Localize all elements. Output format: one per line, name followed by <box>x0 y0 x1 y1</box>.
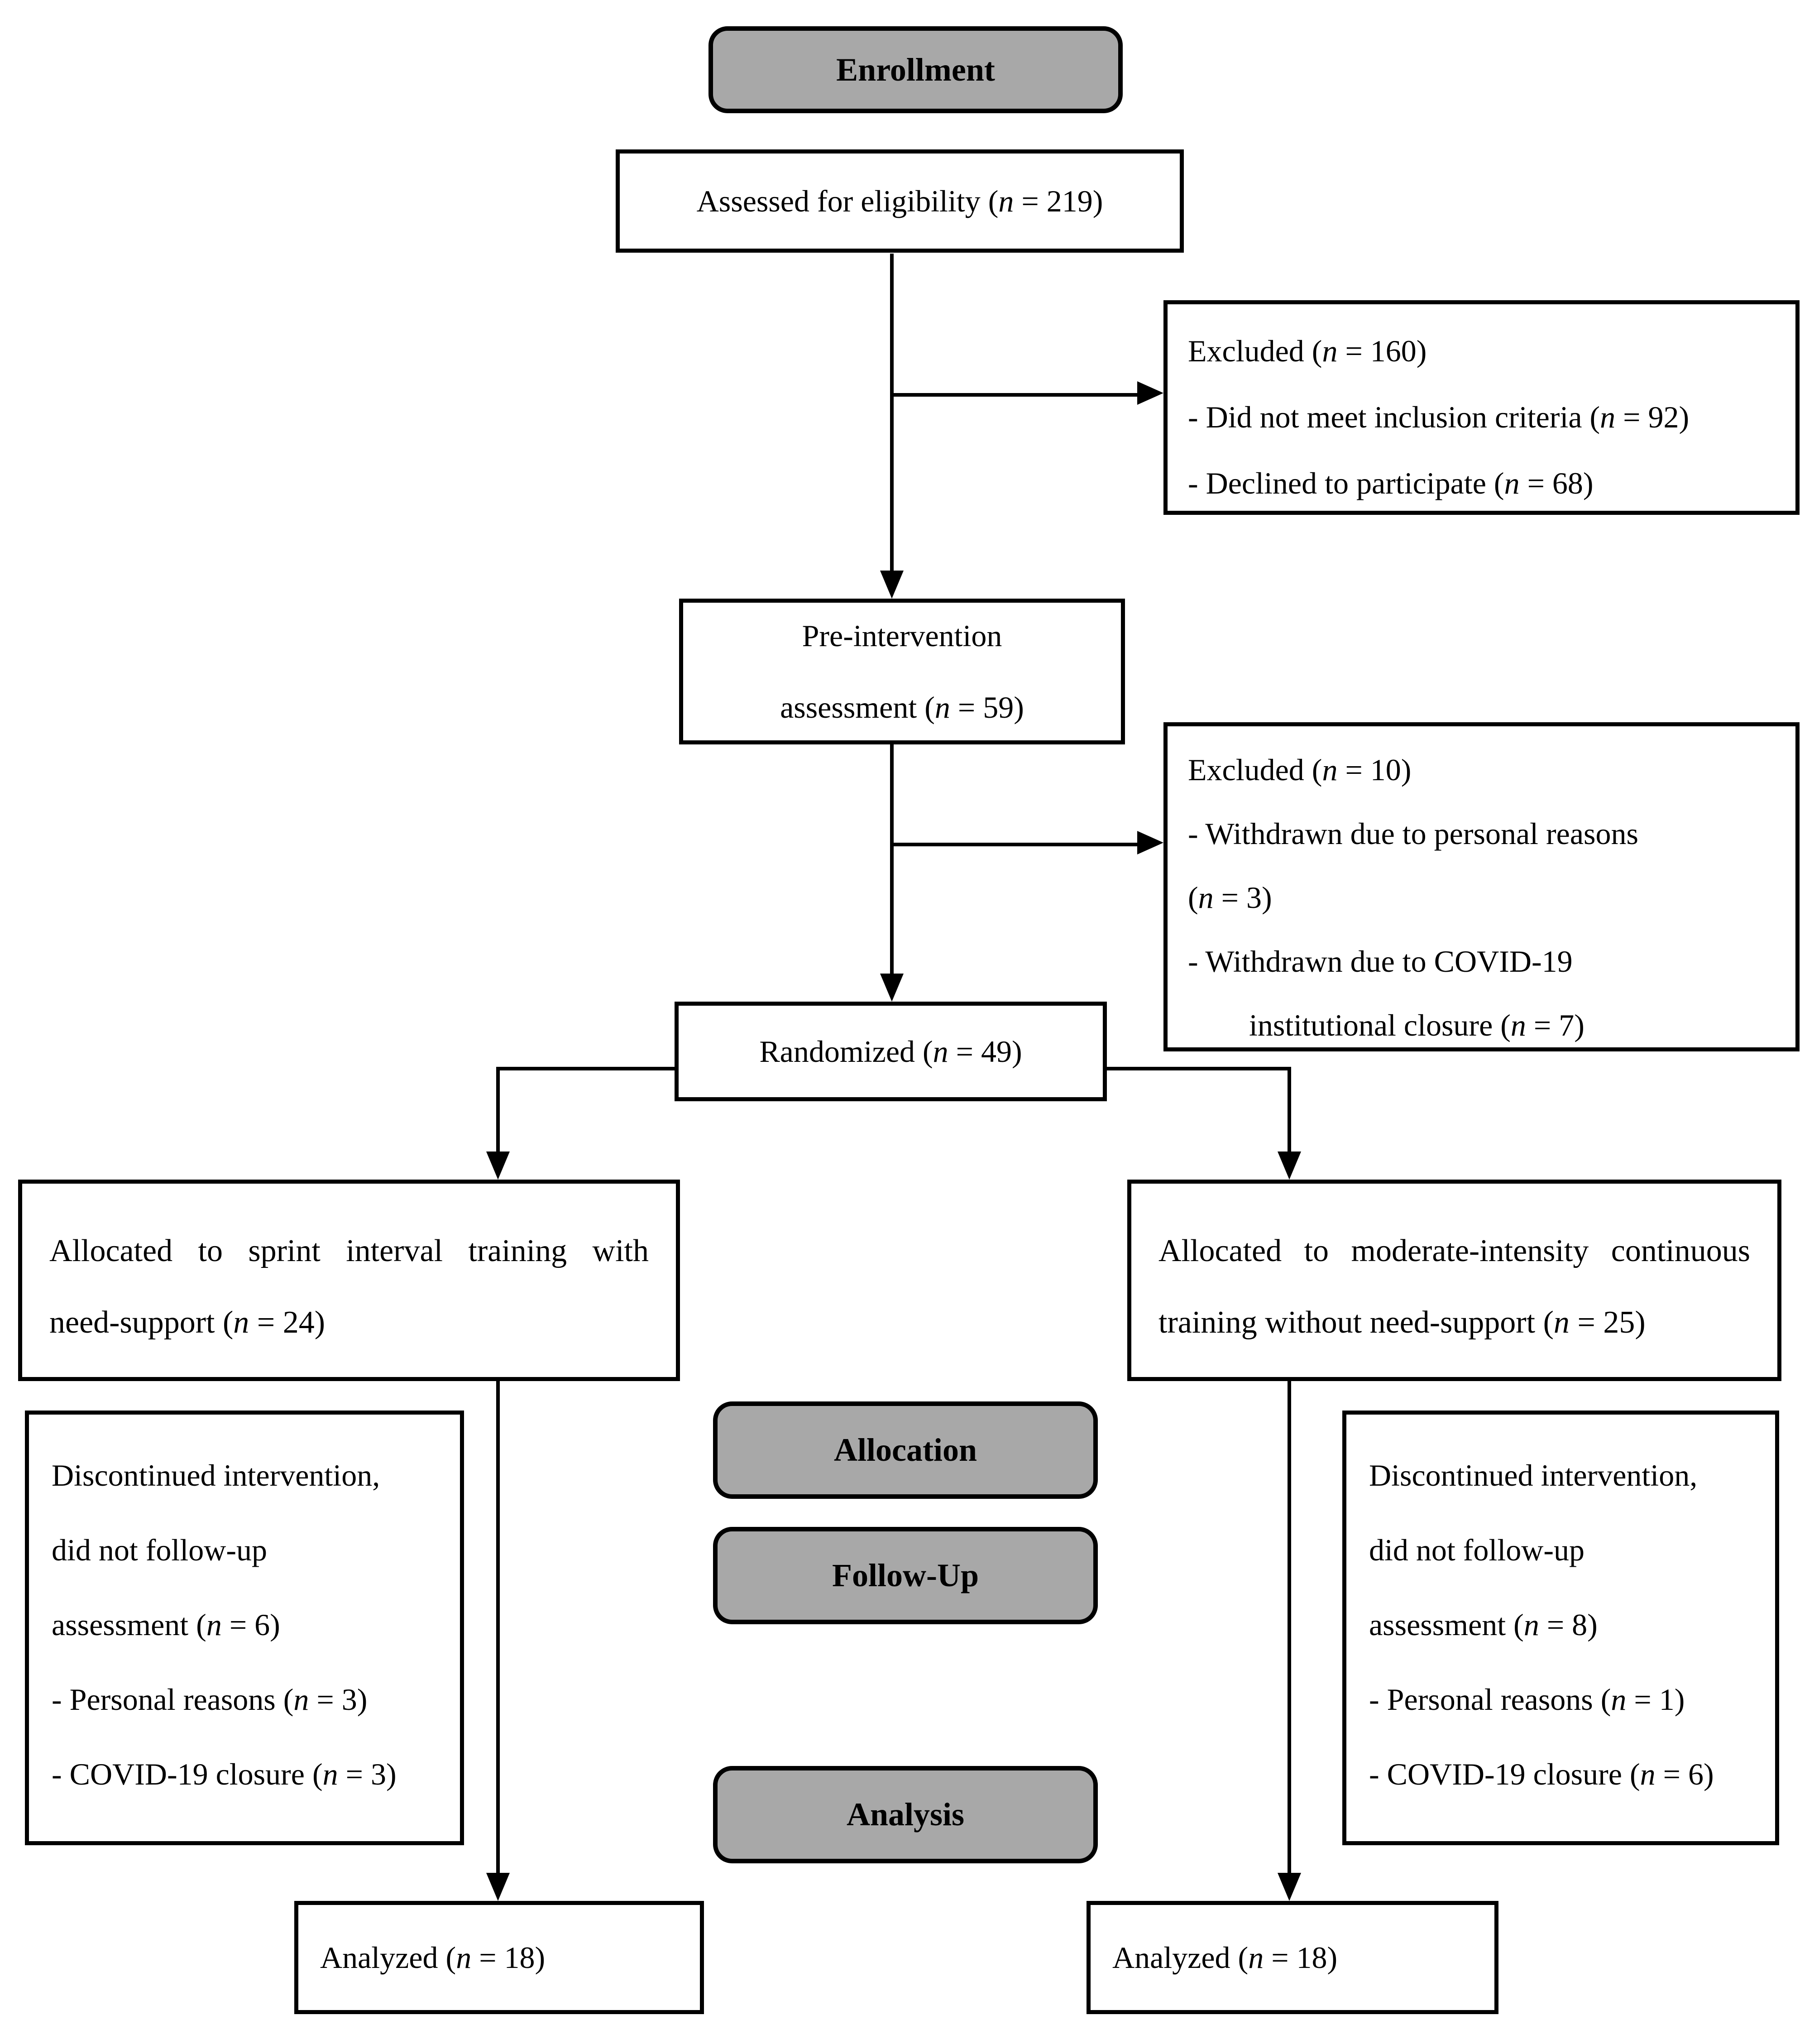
discontinued-left-line: assessment (n = 6) <box>52 1607 280 1642</box>
stage-label-follow-up: Follow-Up <box>713 1527 1098 1624</box>
excluded-first-line: - Did not meet inclusion criteria (n = 9… <box>1188 400 1690 434</box>
stage-label-allocation-text: Allocation <box>834 1432 977 1468</box>
stage-label-analysis: Analysis <box>713 1766 1098 1863</box>
arrowhead-down-left-allocation <box>486 1152 510 1180</box>
allocated-sprint-interval-box: Allocated to sprint interval training wi… <box>18 1180 680 1381</box>
stage-label-follow-up-text: Follow-Up <box>832 1557 979 1593</box>
analyzed-right-box: Analyzed (n = 18) <box>1087 1901 1498 2014</box>
stage-label-analysis-text: Analysis <box>846 1796 965 1833</box>
discontinued-right-line: - Personal reasons (n = 1) <box>1369 1682 1685 1717</box>
allocated-sprint-line: need-support (n = 24) <box>49 1305 326 1340</box>
preintervention-line: assessment (n = 59) <box>780 690 1024 725</box>
arrowhead-right-excluded-2 <box>1137 831 1163 854</box>
connector-branch-excluded-1 <box>892 393 1139 397</box>
discontinued-left-line: Discontinued intervention, <box>52 1458 380 1492</box>
discontinued-left-line: did not follow-up <box>52 1533 267 1567</box>
excluded-first-line: Excluded (n = 160) <box>1188 334 1427 368</box>
assessed-for-eligibility-box: Assessed for eligibility (n = 219) <box>616 149 1184 253</box>
excluded-second-box: Excluded (n = 10) - Withdrawn due to per… <box>1163 722 1800 1051</box>
connector-preintervention-to-randomized <box>890 744 894 974</box>
excluded-second-line: - Withdrawn due to personal reasons <box>1188 816 1638 851</box>
analyzed-right-text: Analyzed (n = 18) <box>1112 1940 1338 1975</box>
preintervention-assessment-box: Pre-intervention assessment (n = 59) <box>679 599 1125 744</box>
connector-assessed-to-preintervention <box>890 254 894 571</box>
stage-label-enrollment-text: Enrollment <box>836 51 995 88</box>
arrowhead-down-right-allocation <box>1278 1152 1301 1180</box>
allocated-moderate-intensity-box: Allocated to moderate-intensity continuo… <box>1127 1180 1781 1381</box>
excluded-second-line: Excluded (n = 10) <box>1188 753 1412 787</box>
excluded-first-line: - Declined to participate (n = 68) <box>1188 466 1594 500</box>
connector-randomized-right-branch <box>1106 1067 1291 1070</box>
discontinued-right-line: assessment (n = 8) <box>1369 1607 1598 1642</box>
analyzed-left-text: Analyzed (n = 18) <box>320 1940 546 1975</box>
arrowhead-down-left-analyzed <box>486 1873 510 1901</box>
arrowhead-down-preintervention <box>880 571 904 599</box>
discontinued-right-line: Discontinued intervention, <box>1369 1458 1698 1492</box>
discontinued-right-box: Discontinued intervention, did not follo… <box>1342 1411 1779 1845</box>
connector-branch-excluded-2 <box>892 843 1139 846</box>
allocated-moderate-line: Allocated to moderate-intensity continuo… <box>1158 1233 1750 1268</box>
randomized-text: Randomized (n = 49) <box>759 1034 1022 1069</box>
allocated-moderate-line: training without need-support (n = 25) <box>1158 1305 1646 1340</box>
excluded-second-line: institutional closure (n = 7) <box>1249 1008 1584 1042</box>
discontinued-left-box: Discontinued intervention, did not follo… <box>25 1411 464 1845</box>
connector-left-to-analyzed <box>496 1380 500 1875</box>
assessed-text: Assessed for eligibility (n = 219) <box>696 183 1103 218</box>
excluded-first-box: Excluded (n = 160) - Did not meet inclus… <box>1163 300 1800 515</box>
randomized-box: Randomized (n = 49) <box>675 1002 1107 1101</box>
discontinued-right-line: - COVID-19 closure (n = 6) <box>1369 1757 1714 1791</box>
excluded-second-line: - Withdrawn due to COVID-19 <box>1188 944 1573 979</box>
discontinued-left-line: - Personal reasons (n = 3) <box>52 1682 368 1717</box>
arrowhead-down-right-analyzed <box>1278 1873 1301 1901</box>
discontinued-right-line: did not follow-up <box>1369 1533 1584 1567</box>
stage-label-allocation: Allocation <box>713 1401 1098 1499</box>
excluded-second-line: (n = 3) <box>1188 880 1272 915</box>
connector-down-left-allocation <box>496 1067 500 1152</box>
allocated-sprint-line: Allocated to sprint interval training wi… <box>49 1233 649 1268</box>
connector-randomized-left-branch <box>496 1067 675 1070</box>
arrowhead-down-randomized <box>880 974 904 1002</box>
connector-down-right-allocation <box>1288 1067 1291 1152</box>
analyzed-left-box: Analyzed (n = 18) <box>294 1901 704 2014</box>
stage-label-enrollment: Enrollment <box>708 26 1123 113</box>
arrowhead-right-excluded-1 <box>1137 381 1163 405</box>
preintervention-line: Pre-intervention <box>802 619 1002 653</box>
connector-right-to-analyzed <box>1288 1380 1291 1875</box>
discontinued-left-line: - COVID-19 closure (n = 3) <box>52 1757 397 1791</box>
